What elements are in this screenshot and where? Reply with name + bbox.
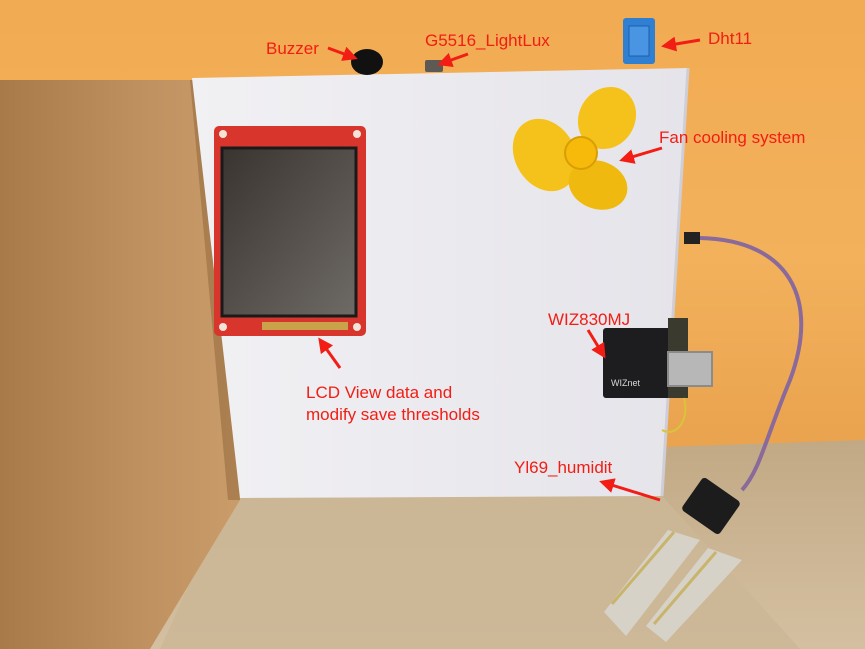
label-light-sensor: G5516_LightLux — [425, 31, 550, 50]
lcd-screen — [220, 146, 358, 318]
label-lcd-line2: modify save thresholds — [306, 405, 480, 424]
arrow-fan — [619, 146, 663, 164]
arrow-dht — [661, 36, 701, 52]
soil-sensor — [604, 477, 742, 642]
purple-wire — [699, 236, 804, 492]
label-lcd-line1: LCD View data and — [306, 383, 453, 402]
light-sensor — [425, 60, 443, 72]
arrow-soil — [599, 478, 661, 502]
board-right-edge — [660, 67, 690, 497]
wire-connector — [684, 232, 700, 244]
arrow-wiz — [586, 329, 606, 359]
label-wiz: WIZ830MJ — [548, 310, 631, 329]
label-dht11: Dht11 — [708, 29, 753, 48]
label-fan: Fan cooling system — [659, 128, 806, 147]
label-buzzer: Buzzer — [266, 39, 319, 58]
lcd-header-pins — [262, 322, 348, 330]
lcd-hole-br — [353, 323, 361, 331]
ethernet-jack — [667, 351, 713, 387]
arrow-light-sensor — [437, 52, 469, 68]
cardboard-panel — [0, 80, 240, 649]
label-soil: Yl69_humidit — [514, 458, 613, 477]
lcd-hole-tr — [353, 130, 361, 138]
lcd-hole-bl — [219, 323, 227, 331]
yellow-wire — [661, 397, 687, 433]
wiz-module — [603, 328, 671, 398]
arrow-lcd — [318, 337, 342, 369]
wiz-marking: WIZnet — [611, 378, 641, 388]
fan — [512, 86, 637, 210]
dht11-grille — [628, 25, 650, 57]
arrow-buzzer — [327, 46, 358, 61]
buzzer — [351, 49, 383, 75]
lcd-hole-tl — [219, 130, 227, 138]
